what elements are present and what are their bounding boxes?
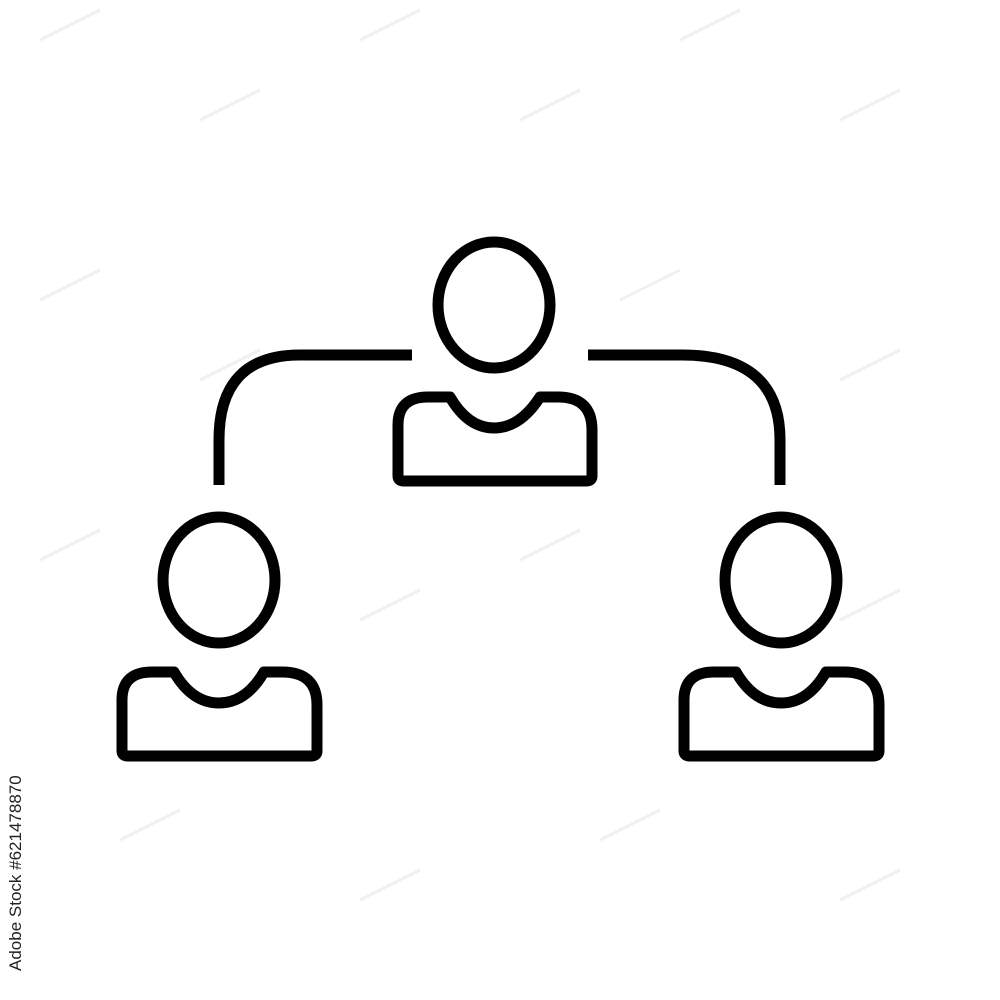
stock-id-label: #621478870 bbox=[6, 775, 25, 870]
connector-right bbox=[588, 349, 786, 485]
person-head bbox=[157, 511, 281, 649]
person-icon-top bbox=[392, 236, 598, 487]
person-head bbox=[432, 236, 556, 374]
person-icon-right bbox=[678, 511, 885, 762]
stock-brand-label: Adobe Stock bbox=[6, 874, 25, 971]
connector-left bbox=[213, 349, 412, 485]
person-body bbox=[678, 666, 885, 762]
person-head bbox=[719, 511, 843, 649]
person-body bbox=[116, 666, 323, 762]
watermark-pattern bbox=[39, 8, 901, 902]
person-icon-left bbox=[116, 511, 323, 762]
stock-id-watermark: Adobe Stock #621478870 bbox=[6, 766, 28, 980]
person-body bbox=[392, 391, 598, 487]
